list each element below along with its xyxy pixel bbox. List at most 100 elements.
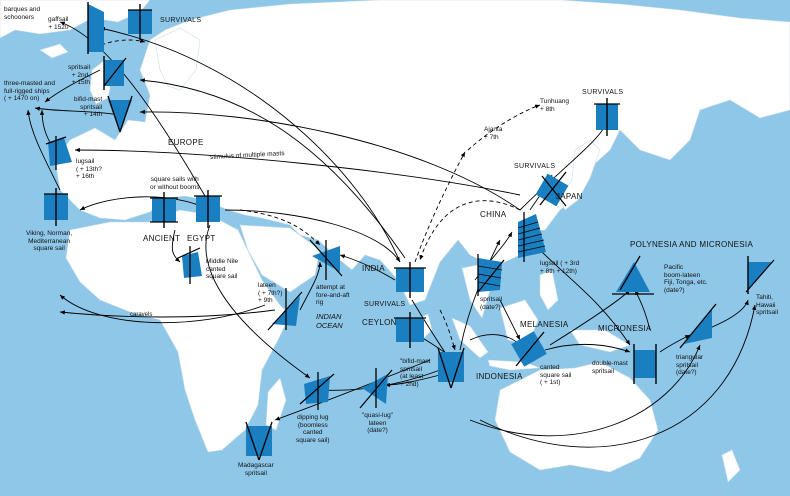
label-double-mast: double-mast spritsail: [592, 360, 628, 375]
survivals-japan: SURVIVALS: [514, 163, 556, 170]
route-mel-pacific: [549, 289, 631, 346]
label-madagascar: Madagascar spritsail: [238, 462, 274, 477]
label-fore-aft: attempt at fore-and-aft rig: [316, 284, 350, 306]
land-iceland: [39, 43, 69, 59]
japan-sail-icon: [535, 171, 569, 207]
tunhuang-square-sail-icon: [594, 98, 620, 136]
landmasses: [0, 0, 790, 483]
label-tahiti: Tahiti, Hawaii spritsail: [756, 294, 779, 316]
canted-square-icon: [511, 331, 547, 367]
ceylon-square-sail-icon: [394, 312, 426, 348]
route-indo-madagascar: [274, 359, 431, 421]
region-india: INDIA: [362, 264, 385, 273]
route-egypt-square: [79, 196, 211, 211]
route-square-to-india: [224, 209, 401, 263]
label-triangular: triangular spritsail (date?): [676, 354, 704, 376]
lugsail-europe-icon: [45, 136, 72, 170]
label-bifid-mast: bifid-mast spritsail + 14th: [74, 96, 103, 118]
label-lateen: lateen ( + 7th?) + 9th: [258, 282, 283, 304]
gaffsail-icon: [87, 2, 104, 54]
route-viking-3mast: [26, 109, 61, 191]
label-tunhuang: Tunhuang + 8th: [540, 98, 570, 113]
dashed-routes: [94, 38, 541, 351]
land-madagascar: [265, 377, 287, 431]
region-micronesia: MICRONESIA: [598, 324, 652, 333]
route-egypt-lateen: [205, 224, 311, 379]
madagascar-spritsail-icon: [245, 421, 273, 461]
region-japan: JAPAN: [556, 192, 583, 201]
route-india-fore: [339, 254, 396, 281]
routes: [26, 21, 757, 448]
fore-aft-icon: [309, 239, 343, 280]
route-lateen-india: [299, 261, 323, 311]
ancient-square-sail-icon: [150, 192, 178, 228]
pacific-boom-lateen-icon: [612, 255, 654, 295]
survivals-india: SURVIVALS: [364, 301, 406, 308]
label-ajanta: Ajanta + 7th: [484, 126, 503, 141]
label-barques: barques and schooners: [4, 6, 41, 21]
label-middle-nile: Middle Nile canted square sail: [206, 258, 239, 280]
dashed-india-ajanta: [414, 151, 466, 263]
spritsail-europe-icon: [103, 56, 127, 90]
bifid-spritsail-indonesia-icon: [437, 347, 465, 389]
route-micro-pacific: [634, 289, 651, 331]
middle-nile-canted-icon: [177, 246, 202, 284]
bifid-spritsail-europe-icon: [107, 95, 133, 133]
quasi-lug-lateen-icon: [359, 368, 393, 409]
land-scandinavia: [154, 27, 201, 91]
region-ancient: ANCIENT: [143, 234, 181, 243]
tahiti-spritsail-icon: [745, 256, 775, 294]
survivals-europe: SURVIVALS: [160, 17, 202, 24]
label-spritsail-date: spritsail (date?): [480, 296, 503, 311]
region-melanesia: MELANESIA: [520, 320, 569, 329]
route-lug-japan-north: [519, 124, 606, 211]
label-lugsail-china: lugsail ( + 3rd + 8th + 12th): [540, 260, 580, 275]
label-lugsail-europe: lugsail ( + 13th? + 16th: [76, 158, 102, 180]
route-indo-quasi: [384, 374, 441, 388]
triangular-spritsail-icon: [679, 303, 717, 349]
region-indian-ocean: INDIAN OCEAN: [316, 312, 343, 330]
land-australia: [494, 361, 659, 473]
region-indonesia: INDONESIA: [476, 372, 523, 381]
spritsail-date-icon: [477, 254, 505, 296]
land-sumatra: [451, 317, 489, 359]
lateen-icon: [267, 288, 303, 331]
label-caravels: caravels: [130, 312, 153, 318]
route-sprit-to-3mast: [44, 69, 101, 103]
label-spritsail: spritsail + 2nd, + 15th: [68, 64, 91, 86]
china-lugsail-icon: [517, 212, 546, 262]
dipping-lug-icon: [299, 372, 335, 410]
route-australia-tahiti: [479, 304, 757, 448]
route-indo-tri: [469, 344, 701, 437]
dashed-india-ceylon: [439, 309, 456, 351]
route-lugsail-mel: [539, 249, 631, 346]
egypt-square-sail-icon: [194, 190, 222, 228]
land-arabia: [239, 224, 321, 293]
survivals-tunhuang: SURVIVALS: [582, 89, 624, 96]
route-micro-tri: [659, 334, 691, 353]
label-canted-square: canted square sail ( + 1st): [540, 364, 572, 386]
route-india-europe-long: [139, 78, 406, 259]
route-egypt-europe: [59, 21, 206, 197]
viking-square-sail-icon: [44, 188, 68, 226]
dashed-china-india: [419, 200, 521, 261]
route-egypt-nile: [171, 229, 181, 263]
region-china: CHINA: [480, 210, 507, 219]
route-caravels: [59, 309, 276, 318]
region-europe: EUROPE: [168, 138, 204, 147]
dashed-ajanta-tunhuang: [467, 104, 541, 151]
label-three-masted: three-masted and full-rigged ships ( + 1…: [4, 80, 55, 102]
label-dipping-lug: dipping lug (boomless canted square sail…: [296, 414, 330, 444]
region-egypt: EGYPT: [187, 234, 216, 243]
land-newguinea: [569, 329, 631, 353]
land-philippines: [539, 269, 559, 311]
route-bifid-up: [34, 106, 121, 116]
region-ceylon: CEYLON: [362, 318, 397, 327]
square-sail-survivals-europe-icon: [128, 4, 152, 40]
label-pacific-lateen: Pacific boom-lateen Fiji, Tonga, etc. (d…: [664, 264, 708, 294]
route-spritsail-canted: [499, 299, 521, 341]
region-polynesia: POLYNESIA AND MICRONESIA: [630, 240, 754, 249]
double-mast-spritsail-icon: [633, 344, 657, 384]
